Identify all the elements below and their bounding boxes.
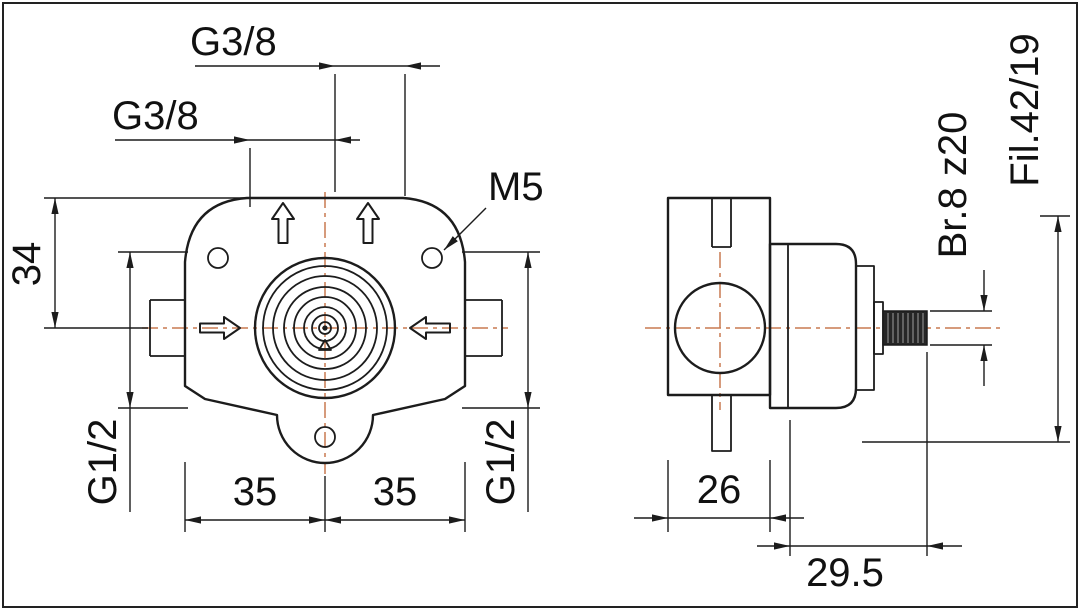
stem-body: [882, 310, 928, 346]
dim-label-g12-left: G1/2: [81, 419, 125, 506]
dim-label-29-5: 29.5: [806, 551, 884, 595]
dim-g12-left: G1/2: [81, 251, 188, 512]
dim-label-35-right: 35: [373, 470, 418, 514]
left-port-stub: [149, 299, 185, 357]
dim-g38-top: G3/8: [190, 20, 440, 196]
up-flow-arrow-left: [271, 202, 295, 244]
dim-g12-right: G1/2: [462, 251, 540, 512]
index-triangle: [318, 339, 332, 351]
dim-m5: M5: [443, 165, 544, 251]
stem-spline-lines: [887, 313, 924, 343]
dim-label-35-left: 35: [233, 470, 278, 514]
dim-29-5: 29.5: [757, 352, 962, 595]
dim-label-g38-top: G3/8: [190, 20, 277, 64]
dim-label-g38-mid: G3/8: [112, 94, 199, 138]
circle-r41: [283, 286, 367, 370]
splined-stem: [882, 310, 928, 346]
dim-35-35: 35 35: [184, 462, 466, 532]
dim-g38-mid: G3/8: [112, 94, 360, 207]
cartridge-concentric-circles: [253, 256, 397, 400]
circle-r70: [253, 256, 397, 400]
circle-r62: [262, 265, 388, 391]
center-dot: [322, 325, 328, 331]
dim-fil-42-19: Fil.42/19: [862, 33, 1070, 443]
bottom-tab: [711, 394, 732, 452]
flow-arrows: [199, 202, 451, 340]
screw-hole-left: [207, 247, 229, 269]
dim-br8-z20: Br.8 z20: [930, 112, 992, 386]
front-view: [149, 196, 503, 465]
right-port-stub: [465, 299, 503, 357]
inlet-arrow-right: [409, 316, 451, 340]
top-slot: [711, 198, 732, 248]
dim-label-34: 34: [5, 242, 49, 287]
circle-r6: [318, 321, 332, 335]
circle-r21: [303, 306, 347, 350]
inlet-arrow-left: [199, 316, 241, 340]
screw-hole-right: [421, 247, 443, 269]
dim-label-26: 26: [697, 468, 742, 512]
mounting-plate-outline: [183, 196, 467, 465]
leader-line: [443, 207, 487, 251]
up-flow-arrow-right: [356, 202, 380, 244]
side-port-circle: [673, 281, 767, 375]
dim-label-fil-42-19: Fil.42/19: [1003, 33, 1047, 186]
circle-r52: [272, 275, 378, 381]
tab-hole: [314, 426, 336, 448]
circle-r31: [293, 296, 357, 360]
side-view: [666, 196, 928, 452]
dim-label-br8-z20: Br.8 z20: [931, 112, 975, 259]
valve-body: [666, 196, 772, 397]
cartridge-housing: [768, 242, 858, 410]
centerlines: [142, 192, 1005, 474]
dim-label-m5: M5: [488, 165, 544, 209]
dim-label-g12-right: G1/2: [479, 419, 523, 506]
dim-34: 34: [5, 197, 248, 329]
dim-26: 26: [634, 460, 804, 532]
